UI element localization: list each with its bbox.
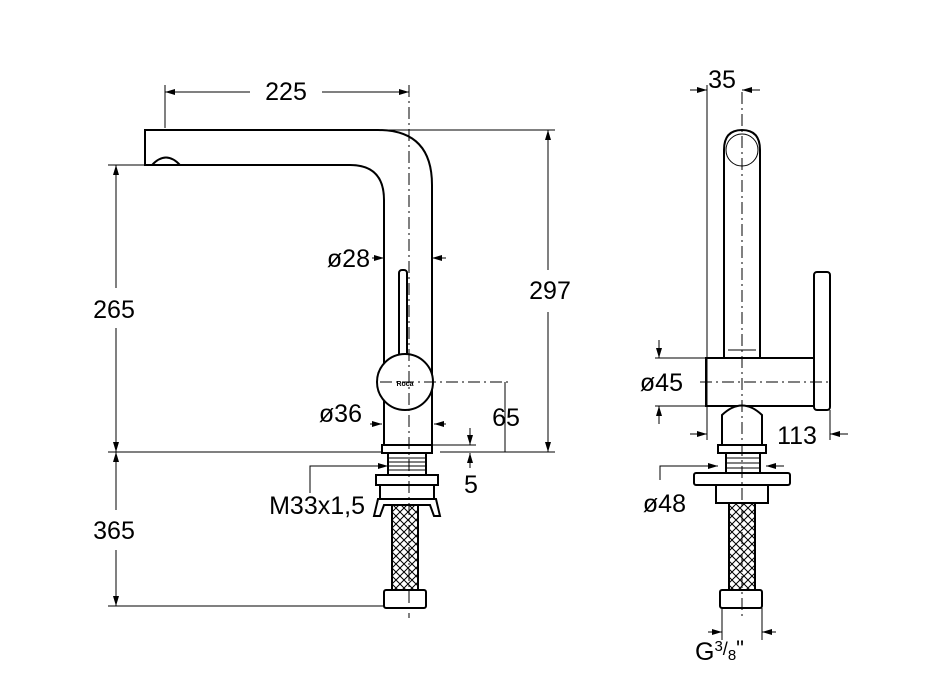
side-tube (723, 128, 761, 361)
front-view: Roca 225 297 265 (93, 78, 571, 618)
dim-spout-reach: 225 (265, 78, 307, 106)
dim-connection-suffix: " (736, 636, 744, 661)
dim-connection: G3/8" (695, 636, 744, 666)
dim-connection-den: 8 (728, 647, 736, 664)
dim-spout-height: 265 (93, 296, 135, 324)
braided-hose (391, 504, 419, 596)
dim-hose-length: 365 (93, 517, 135, 545)
dim-lever-block: ø45 (640, 369, 683, 397)
aerator (149, 156, 183, 166)
dim-lever-depth: 113 (777, 422, 817, 450)
dim-flange-diameter: ø48 (643, 490, 686, 518)
threaded-stem (387, 452, 427, 476)
base-ring (381, 444, 433, 454)
lever-handle (398, 269, 408, 361)
dim-lever-axis-height: 65 (492, 404, 520, 432)
dim-tube-width: 35 (708, 66, 736, 94)
fixing-bracket (372, 498, 442, 517)
brand-logo: Roca (396, 381, 413, 388)
dim-total-height: 297 (529, 277, 571, 305)
fixing-nut (375, 474, 439, 486)
side-lever-handle (813, 271, 831, 411)
dim-thread: M33x1,5 (269, 492, 365, 520)
dim-base-diameter: ø36 (319, 400, 362, 428)
dim-body-diameter: ø28 (327, 245, 370, 273)
side-view: 35 ø45 113 ø48 G3/8" (640, 66, 848, 666)
dim-connection-num: 3 (714, 638, 722, 655)
hose-fitting (383, 589, 427, 609)
dim-base-step: 5 (464, 471, 478, 499)
dim-connection-prefix: G (695, 638, 714, 666)
